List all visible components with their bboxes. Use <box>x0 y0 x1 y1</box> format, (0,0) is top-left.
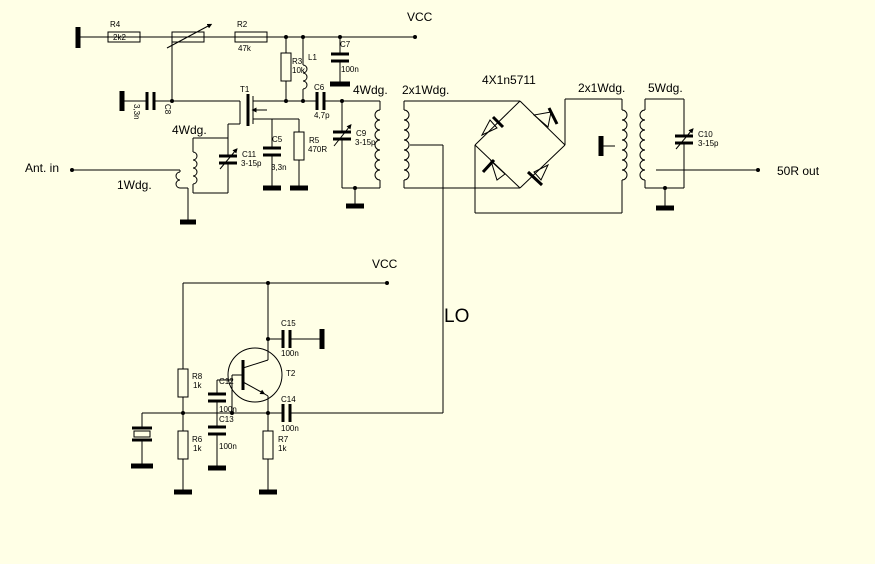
c14-value: 100n <box>281 424 299 433</box>
c9-tank <box>333 101 380 209</box>
out-label: 50R out <box>777 164 820 178</box>
t1-ref: T1 <box>240 85 250 94</box>
c6-value: 4,7p <box>314 111 330 120</box>
transistor-t2 <box>227 347 283 413</box>
transistor-t1 <box>228 94 272 126</box>
c10-ref: C10 <box>698 130 713 139</box>
c7-value: 100n <box>341 65 359 74</box>
c9-ref: C9 <box>356 129 367 138</box>
r3-value: 10k <box>292 66 306 75</box>
resistor-r6 <box>174 413 192 495</box>
c8-value: 3,3n <box>132 104 141 120</box>
lo-label: LO <box>444 306 469 327</box>
c11-ref: C11 <box>242 150 257 159</box>
r2-ref: R2 <box>237 20 248 29</box>
crystal <box>131 413 153 469</box>
capacitor-c13 <box>208 413 226 471</box>
t2-ref: T2 <box>286 369 296 378</box>
vcc-rail-bottom <box>183 281 389 285</box>
c15-value: 100n <box>281 349 299 358</box>
r5-value: 470R <box>308 145 327 154</box>
c9-value: 3-15p <box>355 138 376 147</box>
wdg-5-label: 5Wdg. <box>648 81 683 95</box>
wdg-1-label: 1Wdg. <box>117 178 152 192</box>
wdg-2x1-left-label: 2x1Wdg. <box>402 83 449 97</box>
r5-ref: R5 <box>309 136 320 145</box>
vcc-bottom-label: VCC <box>372 257 398 271</box>
ant-in-label: Ant. in <box>25 161 59 175</box>
vcc-rail-top <box>78 35 417 39</box>
wdg-4-left-label: 4Wdg. <box>172 123 207 137</box>
capacitor-c7 <box>330 37 350 87</box>
c12-value: 100n <box>219 405 237 414</box>
c7-ref: C7 <box>340 40 351 49</box>
capacitor-c14 <box>281 404 443 422</box>
r7-ref: R7 <box>278 435 289 444</box>
c8-ref: C8 <box>163 104 172 115</box>
c13-value: 100n <box>219 442 237 451</box>
r6-value: 1k <box>193 444 202 453</box>
diodes-label: 4X1n5711 <box>482 73 536 87</box>
c15-ref: C15 <box>281 319 296 328</box>
r8-ref: R8 <box>192 372 203 381</box>
resistor-r4 <box>107 31 141 43</box>
potentiometer <box>166 23 213 100</box>
capacitor-c8 <box>119 91 240 111</box>
c6-ref: C6 <box>314 83 325 92</box>
r8-value: 1k <box>193 381 202 390</box>
vcc-top-label: VCC <box>407 10 433 24</box>
gate-tank <box>192 124 238 194</box>
diode-ring <box>410 98 622 214</box>
c12-ref: C12 <box>219 377 234 386</box>
transformer-2 <box>598 98 760 213</box>
resistor-r8 <box>177 283 189 413</box>
resistor-r7 <box>259 413 277 495</box>
transformer-1 <box>374 100 444 413</box>
c11-value: 3-15p <box>241 159 262 168</box>
resistor-r3 <box>280 37 292 101</box>
l1-ref: L1 <box>308 53 317 62</box>
wdg-4-right-label: 4Wdg. <box>353 83 388 97</box>
base-node <box>142 411 283 415</box>
c14-ref: C14 <box>281 395 296 404</box>
c13-ref: C13 <box>219 415 234 424</box>
antenna-coil <box>70 168 196 225</box>
resistor-r2 <box>234 31 268 43</box>
c10-value: 3-15p <box>698 139 719 148</box>
r2-value: 47k <box>238 44 252 53</box>
c5-ref: C5 <box>272 135 283 144</box>
r4-ref: R4 <box>110 20 121 29</box>
c5-value: 3,3n <box>271 163 287 172</box>
source-network <box>263 118 308 191</box>
collector-network <box>266 283 325 360</box>
r3-ref: R3 <box>292 57 303 66</box>
r7-value: 1k <box>278 444 287 453</box>
drain-line <box>260 99 316 103</box>
capacitor-c12 <box>208 379 232 413</box>
wdg-2x1-right-label: 2x1Wdg. <box>578 81 625 95</box>
r6-ref: R6 <box>192 435 203 444</box>
r4-value: 2k2 <box>113 33 126 42</box>
